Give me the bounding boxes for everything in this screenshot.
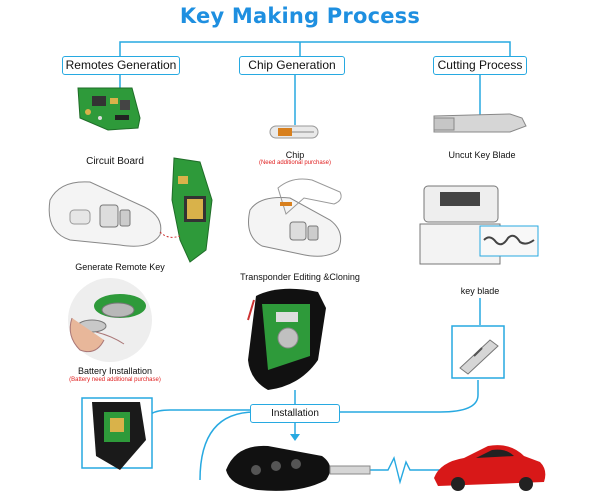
circuit-board-label: Circuit Board — [86, 156, 144, 167]
chip-label: Chip — [285, 150, 305, 160]
page-title: Key Making Process — [179, 4, 421, 28]
battery-installation-label: Battery Installation — [77, 366, 153, 376]
cutting-process-box: Cutting Process — [433, 56, 527, 75]
remotes-generation-box: Remotes Generation — [62, 56, 180, 75]
chip-note: (Need additional purchase) — [258, 160, 332, 166]
chip-generation-box: Chip Generation — [239, 56, 345, 75]
installation-box: Installation — [250, 404, 340, 423]
battery-note: (Battery need additional purchase) — [69, 377, 161, 383]
uncut-blade-label: Uncut Key Blade — [448, 150, 516, 160]
transponder-label: Transponder Editing &Cloning — [240, 272, 360, 282]
generate-remote-key-label: Generate Remote Key — [75, 262, 165, 272]
key-blade-label: key blade — [460, 286, 500, 296]
